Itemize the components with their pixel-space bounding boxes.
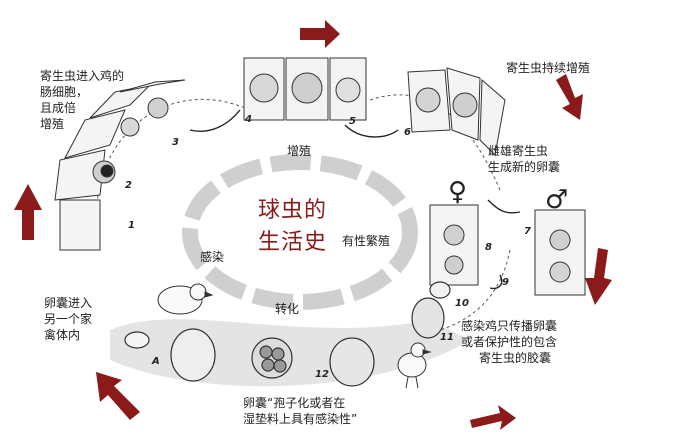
top-cells-stage-4-5 <box>243 57 367 121</box>
male-symbol-icon: ♂ <box>545 185 568 215</box>
stage-number-1: 1 <box>128 220 135 231</box>
intestinal-cells-left <box>54 79 186 251</box>
stage-number-5: 5 <box>349 116 356 127</box>
title-line-2: 生活史 <box>258 230 328 255</box>
stage-label-a: A <box>151 356 160 367</box>
annotation-oocyst-sporulate: 卵囊“孢子化或者在 湿垫料上具有感染性” <box>243 396 358 426</box>
stage-number-2: 2 <box>125 180 132 191</box>
stage-number-9: 9 <box>502 277 509 288</box>
annotation-infected-chicken: 感染鸡只传播卵囊 或者保护性的包含 寄生虫的胶囊 <box>461 319 558 365</box>
oocyst-stage-11 <box>411 281 451 339</box>
arrow-right-icon <box>585 248 612 305</box>
stage-number-8: 8 <box>485 242 492 253</box>
ring-label-transformation: 转化 <box>275 302 300 316</box>
ring-label-infection: 感染 <box>200 250 225 264</box>
arrow-left-icon <box>14 184 42 240</box>
oocysts-bottom <box>124 328 375 387</box>
stage-number-7: 7 <box>524 226 531 237</box>
female-symbol-icon: ♀ <box>448 177 467 207</box>
stage-number-6: 6 <box>404 127 411 138</box>
central-ring <box>182 154 418 310</box>
stage-number-11: 11 <box>440 332 454 343</box>
arrow-bottom-left-icon <box>96 372 140 420</box>
cells-stage-6 <box>407 67 506 157</box>
annotation-keep-multiplying: 寄生虫持续增殖 <box>506 61 591 75</box>
stage-number-4: 4 <box>244 114 252 125</box>
annotation-oocyst-enter: 卵囊进入 另一个家 禽体内 <box>44 296 93 342</box>
big-red-arrows <box>14 20 612 430</box>
stage-number-12: 12 <box>315 369 329 380</box>
annotation-gametes: 雌雄寄生虫 生成新的卵囊 <box>488 144 561 174</box>
arrow-top-icon <box>300 20 340 48</box>
flow-arrows <box>189 109 521 290</box>
chicken-right-icon <box>397 342 432 389</box>
ring-label-proliferation: 增殖 <box>287 144 312 158</box>
stage-number-3: 3 <box>172 137 179 148</box>
stage-number-10: 10 <box>455 298 469 309</box>
chicken-left-icon <box>157 283 214 315</box>
arrow-right-top-icon <box>556 74 583 120</box>
title-line-1: 球虫的 <box>258 198 328 223</box>
annotation-enter-cells: 寄生虫进入鸡的 肠细胞， 且成倍 增殖 <box>40 69 125 131</box>
arrow-bottom-icon <box>470 405 516 430</box>
cells-stage-7-8 <box>429 204 586 296</box>
ring-label-sexual: 有性繁殖 <box>342 234 391 248</box>
